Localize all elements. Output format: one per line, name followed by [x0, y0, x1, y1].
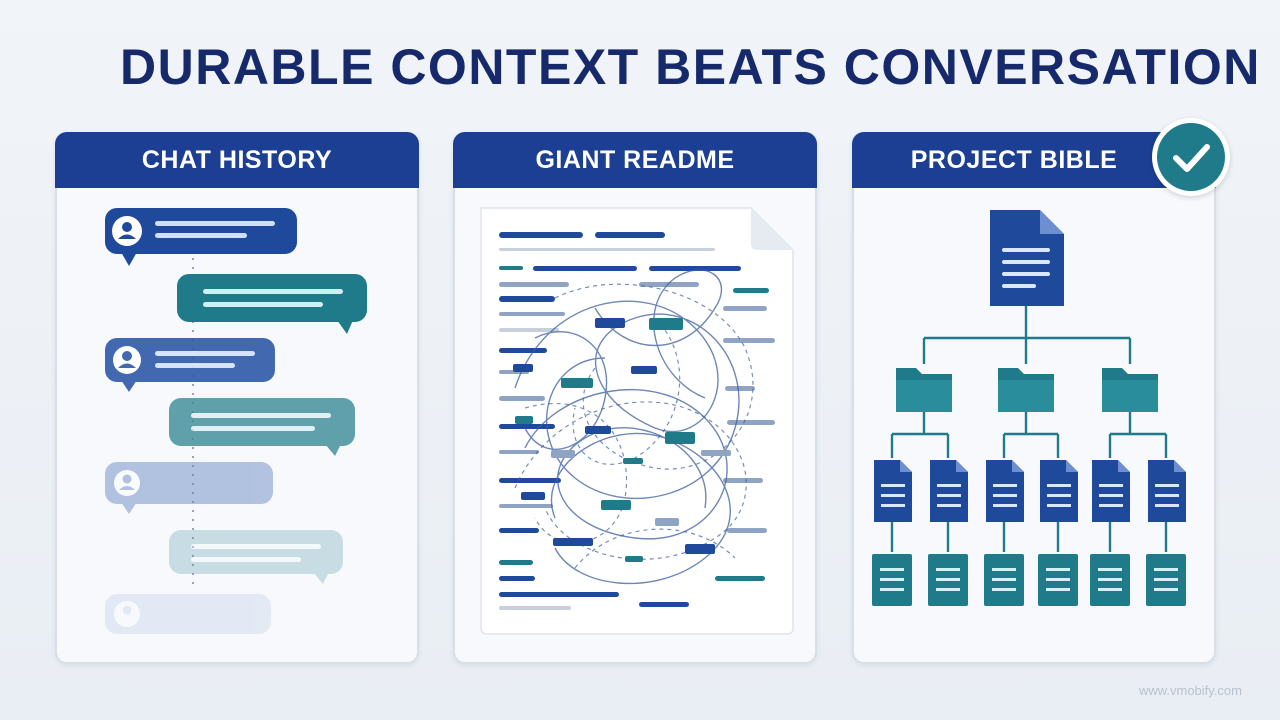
checkmark-badge	[1152, 118, 1230, 196]
document-icon	[1090, 554, 1130, 606]
giant-readme-header: GIANT README	[453, 132, 817, 188]
project-bible-panel: PROJECT BIBLE	[852, 132, 1216, 664]
page-title: DURABLE CONTEXT BEATS CONVERSATION	[120, 39, 1261, 95]
document-icon	[872, 554, 912, 606]
folder-icon	[896, 368, 952, 412]
document-icon	[928, 554, 968, 606]
document-icon	[990, 210, 1064, 306]
folder-icon	[1102, 368, 1158, 412]
chat-bubble-user	[105, 594, 271, 634]
chat-bubble-user	[105, 208, 297, 266]
project-bible-tree	[872, 210, 1186, 606]
user-avatar-icon	[114, 470, 140, 496]
document-icon	[1040, 460, 1078, 522]
chat-bubble-user	[105, 462, 273, 514]
checkmark-icon	[1173, 144, 1210, 172]
giant-readme-body	[455, 188, 815, 662]
watermark: www.vmobify.com	[1138, 683, 1242, 698]
document-icon	[984, 554, 1024, 606]
giant-readme-panel: GIANT README	[453, 132, 817, 664]
document-icon	[930, 460, 968, 522]
giant-readme-illustration	[480, 207, 794, 635]
chat-bubble-reply	[169, 530, 343, 584]
chat-bubble-reply	[177, 274, 367, 334]
project-bible-body	[854, 188, 1214, 662]
chat-bubble-reply	[169, 398, 355, 456]
chat-history-panel: CHAT HISTORY	[55, 132, 419, 664]
document-icon	[874, 460, 912, 522]
user-avatar-icon	[113, 346, 141, 374]
document-icon	[1092, 460, 1130, 522]
document-icon	[1146, 554, 1186, 606]
user-avatar-icon	[114, 601, 140, 627]
document-icon	[986, 460, 1024, 522]
document-icon	[1038, 554, 1078, 606]
project-bible-title: PROJECT BIBLE	[910, 145, 1118, 174]
chat-history-header: CHAT HISTORY	[55, 132, 419, 188]
chat-bubble-user	[105, 338, 275, 392]
document-icon	[1148, 460, 1186, 522]
folder-icon	[998, 368, 1054, 412]
user-avatar-icon	[112, 216, 142, 246]
chat-history-body	[57, 188, 417, 662]
chat-history-illustration	[105, 208, 367, 634]
